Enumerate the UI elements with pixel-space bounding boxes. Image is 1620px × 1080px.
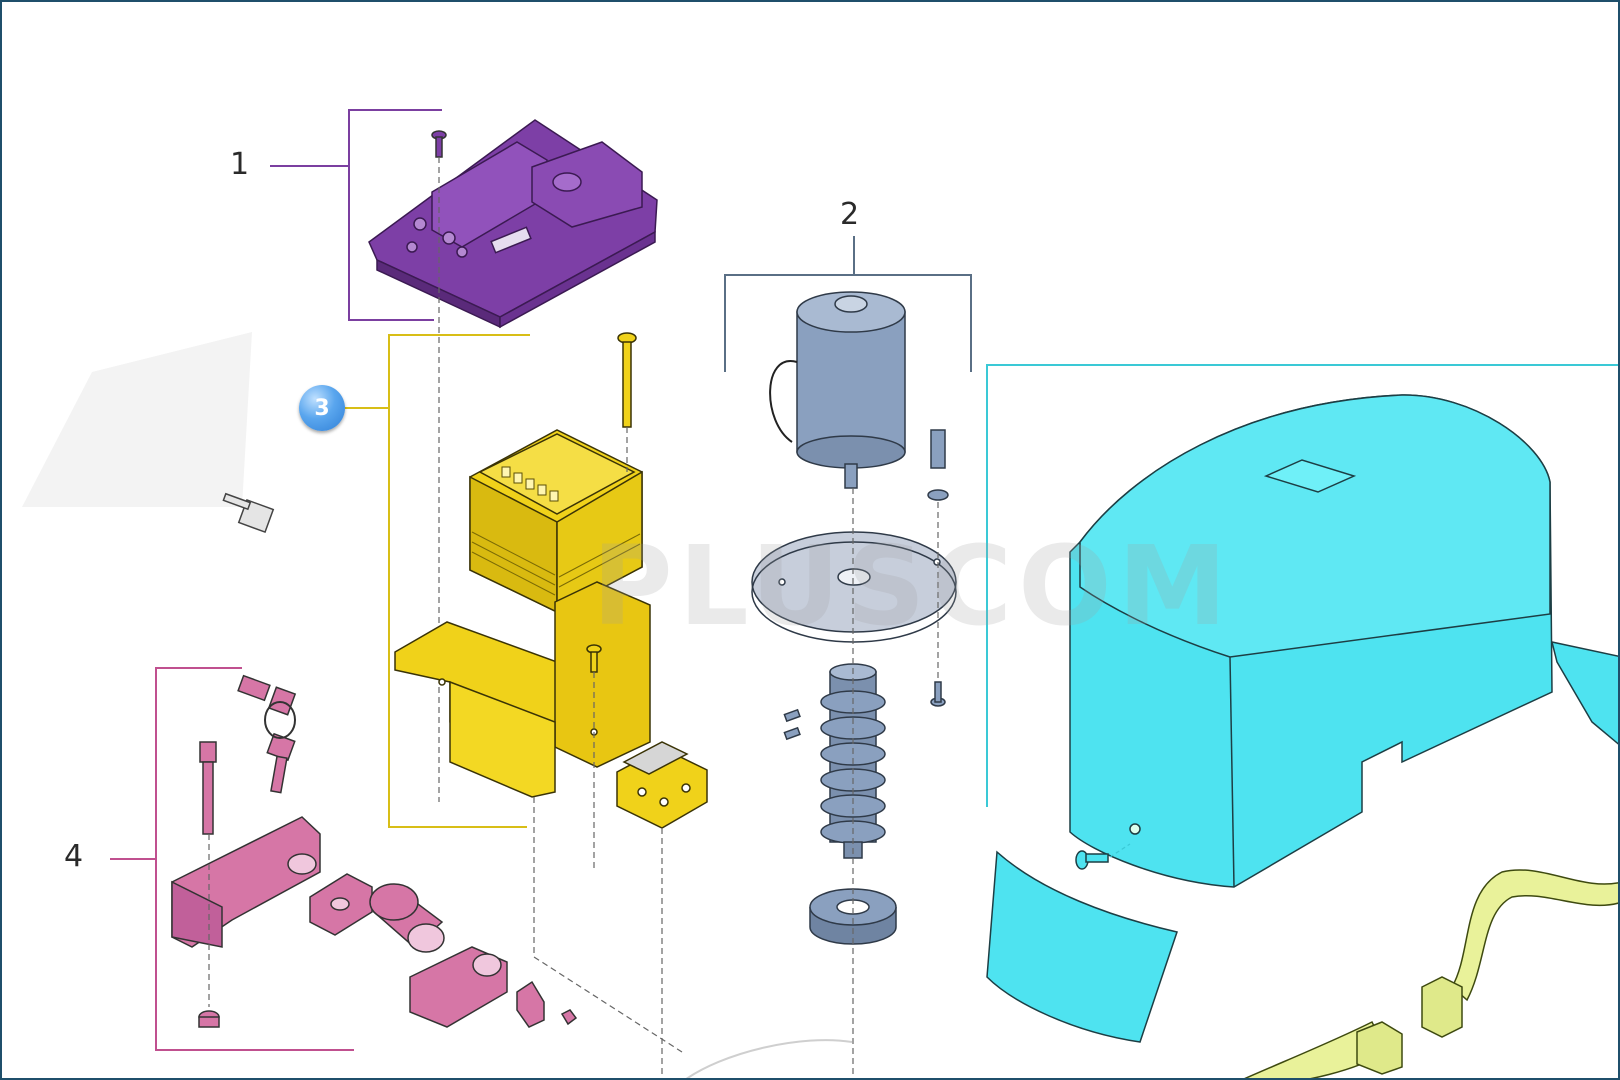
transformer[interactable] bbox=[469, 429, 643, 614]
cover-clip[interactable] bbox=[1550, 641, 1620, 747]
lock-tab[interactable] bbox=[516, 980, 578, 1028]
group-3-bracket bbox=[345, 334, 530, 828]
cover-guide-line bbox=[1109, 843, 1131, 858]
rack-bracket[interactable] bbox=[1237, 869, 1620, 1080]
callout-2: 2 bbox=[840, 197, 860, 232]
callout-3-badge[interactable]: 3 bbox=[299, 385, 345, 431]
group-4-bracket bbox=[110, 667, 354, 1051]
background-shadow bbox=[22, 332, 252, 507]
group-1-bracket bbox=[270, 109, 442, 321]
lock-plate[interactable] bbox=[409, 946, 508, 1028]
transformer-bracket[interactable] bbox=[394, 581, 651, 798]
watermark: PLUSCOM bbox=[592, 522, 1234, 650]
terminal-block[interactable] bbox=[616, 741, 708, 829]
lock-nut[interactable] bbox=[198, 1010, 220, 1028]
callout-1: 1 bbox=[230, 147, 250, 182]
cover-side-panel[interactable] bbox=[986, 850, 1178, 1043]
lock-bolt[interactable] bbox=[199, 741, 217, 835]
key-icon bbox=[222, 492, 275, 534]
assembly-guide-lines bbox=[533, 427, 939, 1077]
screw-icon bbox=[617, 332, 637, 428]
cover-group-bracket bbox=[986, 364, 1618, 807]
lock-lever[interactable] bbox=[171, 816, 321, 948]
base-plate-outline bbox=[686, 1039, 853, 1078]
screw-icon bbox=[1075, 850, 1109, 870]
motor-cover[interactable] bbox=[1069, 394, 1553, 888]
motor[interactable] bbox=[769, 291, 906, 489]
motor-flange-plate[interactable] bbox=[751, 531, 957, 643]
lock-cylinder[interactable] bbox=[369, 883, 445, 953]
lock-cam[interactable] bbox=[309, 873, 373, 936]
group-2-bracket bbox=[724, 236, 972, 372]
callout-4: 4 bbox=[64, 839, 84, 874]
screw-icon bbox=[783, 429, 949, 741]
bearing-ring[interactable] bbox=[809, 888, 897, 945]
screw-icon bbox=[431, 130, 447, 158]
keyring-icon bbox=[237, 674, 297, 794]
control-board[interactable] bbox=[368, 119, 658, 329]
